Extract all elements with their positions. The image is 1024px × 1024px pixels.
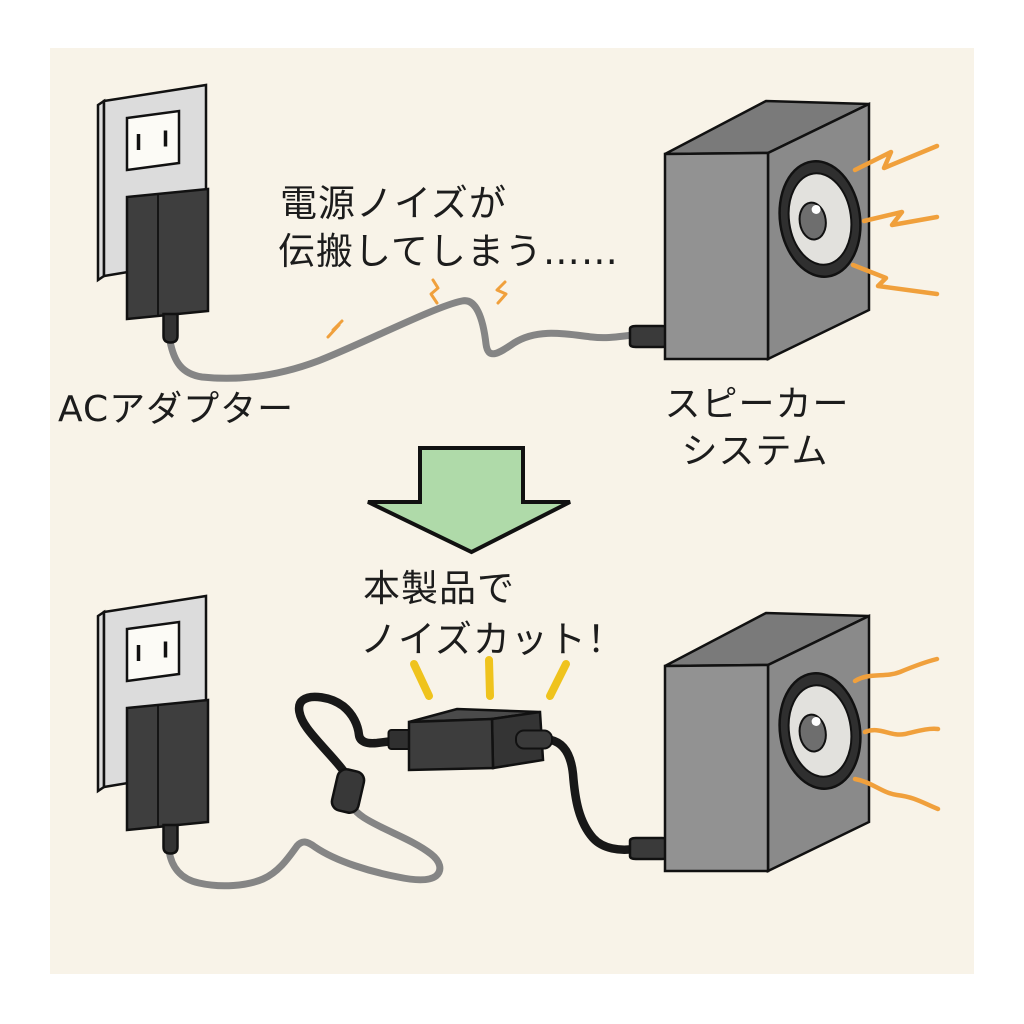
sound-wave-icon [862,726,941,737]
filter-output-jack [515,729,553,750]
inline-cable-connector [330,768,366,814]
noise-caption-line2: 伝搬してしまう…… [278,230,619,273]
noise-spark-icon [429,278,440,305]
filter-front-face [407,717,495,772]
speaker-label-line1: スピーカー [664,384,849,425]
noise-spark-icon [326,319,344,339]
highlight-ray-icon [410,660,433,700]
noise-filter-device [387,707,553,772]
product-caption-line2: ノイズカット！ [360,618,625,661]
noise-bolt-icon [861,209,940,228]
filter-output-cable [546,735,639,854]
highlight-ray-icon [546,660,570,700]
noise-bolt-icon [852,143,940,173]
ac-adapter-label: ACアダプター [58,389,294,430]
sound-wave-icon [852,776,941,812]
power-cable-before [166,297,638,382]
noise-spark-icon [495,280,508,305]
highlight-ray-icon [485,656,494,700]
before-scene: 電源ノイズが 伝搬してしまう…… ACアダプター スピーカー システム [58,83,940,472]
speaker-label-line2: システム [682,431,829,472]
after-scene: 本製品で ノイズカット！ [96,567,941,890]
noise-bolt-icon [850,262,940,297]
product-caption-line1: 本製品で [363,567,515,610]
sound-wave-icon [852,656,940,684]
noise-caption-line1: 電源ノイズが [280,182,507,225]
down-arrow-icon [367,446,571,555]
filter-input-cable [294,692,398,778]
adapter-cable-after [165,802,444,890]
